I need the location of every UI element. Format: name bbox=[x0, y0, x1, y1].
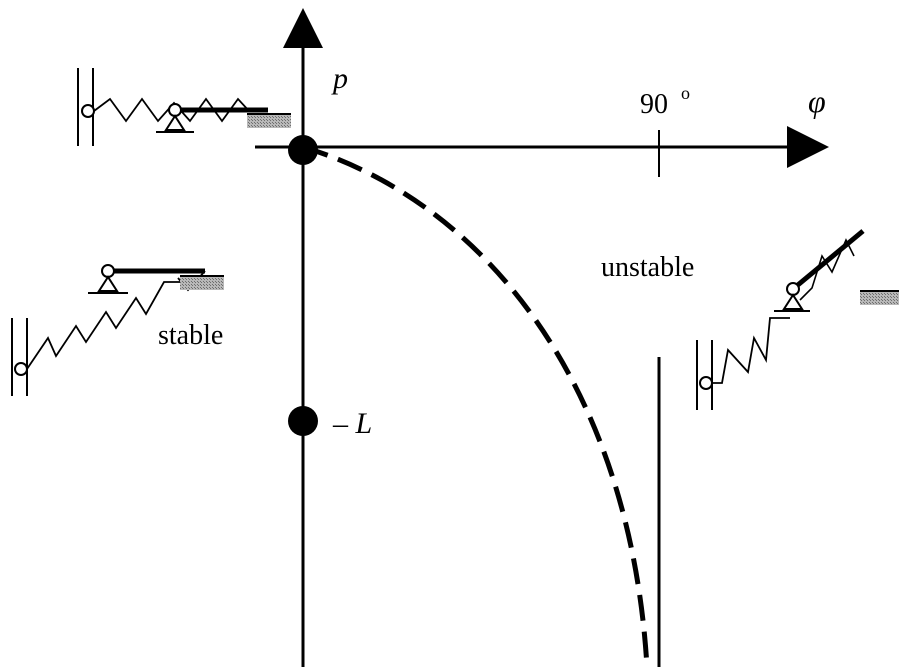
mechanism-sketch-neutral bbox=[77, 68, 291, 146]
origin-point bbox=[288, 135, 318, 165]
tick-label-degree: o bbox=[681, 83, 690, 103]
vertical-axis-label: p bbox=[331, 62, 348, 95]
stable-label: stable bbox=[158, 320, 223, 351]
horizontal-axis-arrowhead bbox=[787, 126, 829, 168]
minus-l-label: – L bbox=[332, 407, 372, 440]
minus-l-point bbox=[288, 406, 318, 436]
horizontal-axis-label: φ bbox=[808, 83, 826, 119]
tick-label-90: 90 bbox=[640, 89, 668, 120]
mechanism-sketch-unstable bbox=[696, 229, 899, 410]
vertical-axis-arrowhead bbox=[283, 8, 323, 48]
unstable-label: unstable bbox=[601, 252, 694, 283]
dashed-curve bbox=[302, 144, 650, 667]
mechanism-sketch-stable bbox=[11, 264, 224, 396]
